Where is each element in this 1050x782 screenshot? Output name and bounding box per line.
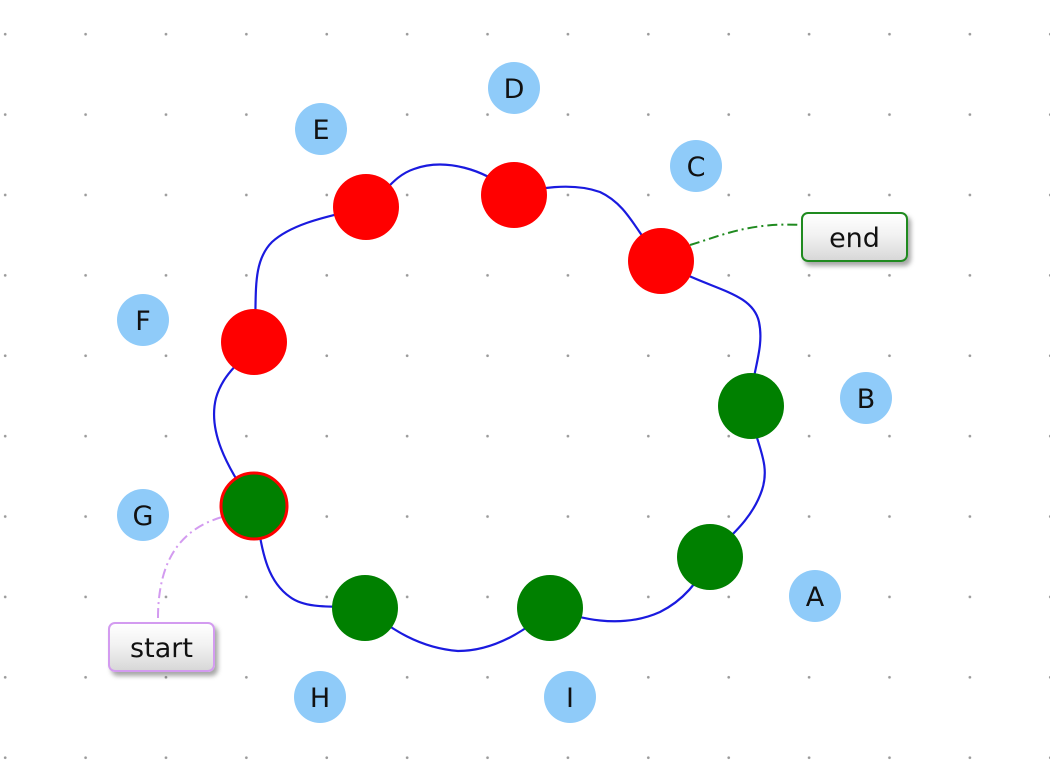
label-badge: [295, 103, 347, 155]
label-text: E: [312, 115, 329, 146]
label-text: B: [857, 384, 876, 415]
label-badge: [117, 489, 169, 541]
node-b: [718, 373, 784, 439]
label-text: H: [310, 683, 330, 714]
label-c: C: [670, 140, 722, 192]
end-connector: [689, 223, 802, 246]
label-badge: [670, 140, 722, 192]
label-e: E: [295, 103, 347, 155]
label-badge: [488, 62, 540, 114]
node-i: [517, 575, 583, 641]
label-g: G: [117, 489, 169, 541]
end-tag: end: [801, 212, 908, 262]
label-badge: [294, 671, 346, 723]
node-f: [221, 309, 287, 375]
label-f: F: [117, 294, 169, 346]
label-d: D: [488, 62, 540, 114]
label-text: D: [504, 74, 525, 105]
label-text: C: [687, 152, 706, 183]
label-badge: [789, 570, 841, 622]
node-g: [219, 471, 289, 541]
label-text: I: [566, 683, 574, 714]
label-h: H: [294, 671, 346, 723]
ring-connector: [212, 163, 766, 653]
node-d: [481, 162, 547, 228]
label-text: A: [806, 582, 825, 613]
node-a: [677, 524, 743, 590]
label-badge: [544, 671, 596, 723]
node-e: [333, 174, 399, 240]
label-text: F: [135, 306, 151, 337]
label-b: B: [840, 372, 892, 424]
label-text: G: [133, 501, 154, 532]
label-i: I: [544, 671, 596, 723]
node-h: [332, 575, 398, 641]
node-c: [628, 228, 694, 294]
label-a: A: [789, 570, 841, 622]
label-badge: [117, 294, 169, 346]
start-connector: [156, 516, 223, 623]
start-tag: start: [108, 622, 215, 672]
label-badge: [840, 372, 892, 424]
